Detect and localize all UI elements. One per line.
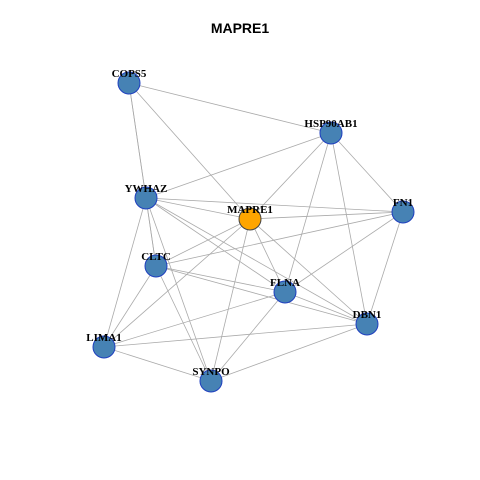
edge-lima1-synpo [103,346,212,382]
edge-hsp90ab1-dbn1 [330,132,368,325]
node-mapre1 [238,207,262,231]
edge-cltc-dbn1 [155,265,368,325]
node-label-synpo: SYNPO [192,366,230,378]
node-fn1 [391,200,415,224]
node-lima1 [92,335,116,359]
edge-cops5-mapre1 [128,82,251,220]
node-hsp90ab1 [319,121,343,145]
node-cops5 [117,71,141,95]
node-dbn1 [355,312,379,336]
edge-mapre1-dbn1 [249,218,368,325]
node-layer [92,71,415,393]
edge-ywhaz-lima1 [103,197,147,348]
node-label-dbn1: DBN1 [353,309,382,321]
node-label-flna: FLNA [270,277,300,289]
edge-ywhaz-fn1 [145,197,404,213]
edge-fn1-cltc [155,211,404,267]
node-label-cltc: CLTC [141,251,171,263]
edge-mapre1-lima1 [103,218,251,348]
edge-ywhaz-mapre1 [145,197,251,220]
edge-cops5-hsp90ab1 [128,82,332,134]
edge-cltc-synpo [155,265,212,382]
node-label-fn1: FN1 [393,197,413,209]
edge-mapre1-fn1 [249,211,404,220]
edge-mapre1-cltc [155,218,251,267]
edge-dbn1-lima1 [103,323,368,348]
edge-layer [103,82,404,382]
node-cltc [144,254,168,278]
node-label-ywhaz: YWHAZ [125,183,168,195]
edge-flna-lima1 [103,291,286,348]
node-label-lima1: LIMA1 [86,332,121,344]
edge-ywhaz-dbn1 [145,197,368,325]
edge-flna-dbn1 [284,291,368,325]
node-label-hsp90ab1: HSP90AB1 [304,118,357,130]
node-label-mapre1: MAPRE1 [227,204,273,216]
node-synpo [199,369,223,393]
node-label-cops5: COPS5 [112,68,147,80]
edge-flna-synpo [210,291,286,382]
edge-hsp90ab1-fn1 [330,132,404,213]
edge-ywhaz-flna [145,197,286,293]
diagram-title: MAPRE1 [210,20,270,36]
edge-hsp90ab1-flna [284,132,332,293]
edge-mapre1-flna [249,218,286,293]
edge-dbn1-synpo [210,323,368,382]
node-ywhaz [134,186,158,210]
edge-cltc-lima1 [103,265,157,348]
edge-mapre1-synpo [210,218,251,382]
edge-hsp90ab1-ywhaz [145,132,332,199]
edge-ywhaz-synpo [145,197,212,382]
edge-cltc-flna [155,265,286,293]
edge-fn1-dbn1 [366,211,404,325]
edge-fn1-flna [284,211,404,293]
node-flna [273,280,297,304]
